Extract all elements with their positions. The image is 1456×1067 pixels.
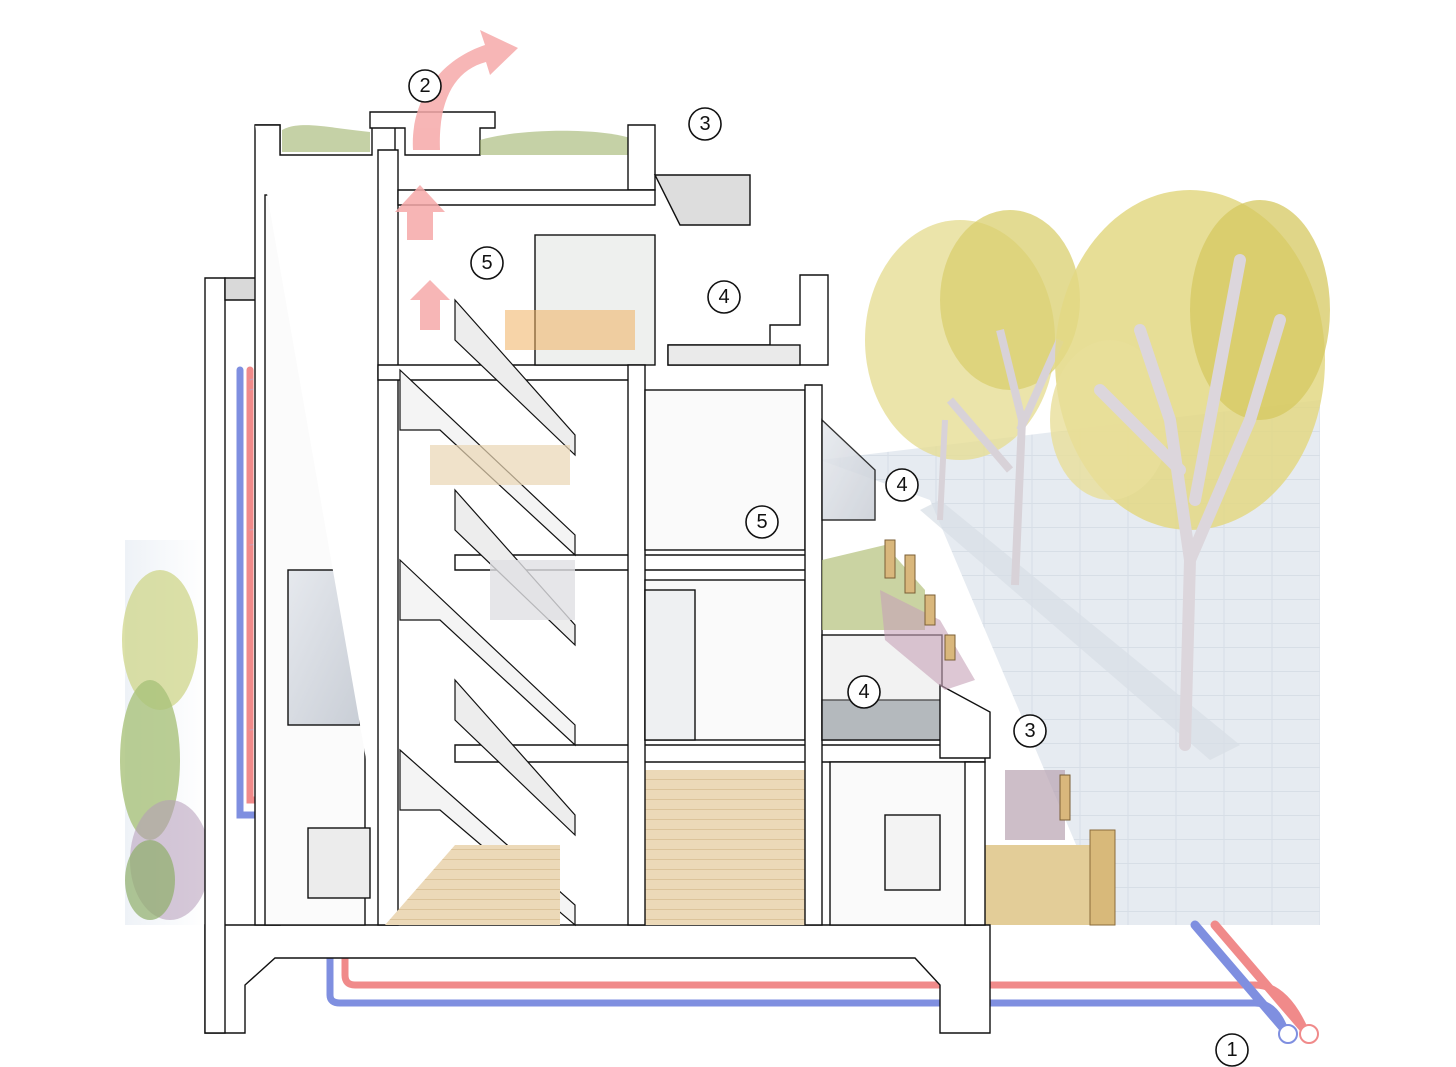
marker-3-roof: 3 bbox=[688, 107, 722, 141]
marker-3-canopy-label: 3 bbox=[1024, 720, 1035, 742]
green-roof-rear bbox=[282, 125, 370, 152]
front-wall-mid bbox=[804, 384, 823, 926]
marker-4-lower-balcony: 4 bbox=[847, 675, 881, 709]
front-planter-walls bbox=[884, 539, 1071, 821]
floor-slab-2 bbox=[454, 744, 986, 763]
floor-slab-roof bbox=[397, 189, 656, 206]
lower-balcony-floor bbox=[821, 699, 943, 741]
marker-4-top-balcony: 4 bbox=[707, 280, 741, 314]
street-tree-right bbox=[1050, 190, 1330, 751]
front-facade-lower bbox=[964, 761, 986, 926]
front-garden-planting bbox=[1005, 770, 1065, 840]
return-pipe-to-street bbox=[1190, 920, 1290, 1035]
background-context bbox=[120, 190, 1330, 926]
return-pipe-end-icon bbox=[1278, 1024, 1298, 1044]
marker-4-mid-balcony: 4 bbox=[885, 468, 919, 502]
rear-party-wall bbox=[204, 277, 226, 1034]
marker-4-mid-label: 4 bbox=[896, 474, 907, 496]
marker-5-first-label: 5 bbox=[756, 511, 767, 533]
kitchen-unit bbox=[884, 814, 941, 891]
ground-floor-timber-hall bbox=[640, 770, 805, 925]
marker-3-canopy: 3 bbox=[1013, 714, 1047, 748]
diagram-markers: 1 2 3 3 4 4 4 5 bbox=[408, 69, 1249, 1067]
mvhr-unit bbox=[307, 827, 371, 899]
marker-3-roof-label: 3 bbox=[699, 113, 710, 135]
airflow-exhaust-arrow bbox=[412, 30, 518, 150]
stack-ventilation-arrows bbox=[395, 30, 518, 330]
supply-pipe-to-street bbox=[1210, 920, 1310, 1035]
green-roof-front bbox=[480, 130, 630, 155]
dining-table bbox=[505, 310, 635, 350]
entrance-canopy bbox=[939, 683, 991, 759]
marker-2: 2 bbox=[408, 69, 442, 103]
footpath-edge bbox=[920, 500, 1240, 760]
marker-1: 1 bbox=[1215, 1033, 1249, 1067]
roof-parapet-front bbox=[627, 124, 656, 191]
marker-5-first: 5 bbox=[745, 505, 779, 539]
airflow-up-arrow-lower bbox=[410, 280, 450, 330]
brise-soleil bbox=[653, 174, 751, 226]
bedroom-bed bbox=[490, 560, 575, 620]
street-tree-left bbox=[865, 210, 1080, 586]
airflow-up-arrow-upper bbox=[395, 185, 445, 240]
rear-garden-planting bbox=[120, 570, 210, 920]
living-room-sofa bbox=[430, 445, 570, 485]
front-terrace-planting-lower bbox=[880, 590, 975, 690]
marker-2-label: 2 bbox=[419, 75, 430, 97]
ground-floor-timber-rear bbox=[385, 845, 560, 925]
building-section bbox=[204, 111, 1071, 1034]
foundation-outline bbox=[204, 924, 991, 1034]
marker-5-top-label: 5 bbox=[481, 252, 492, 274]
top-balcony-floor bbox=[667, 344, 801, 366]
marker-5-top: 5 bbox=[470, 246, 504, 280]
shower-enclosure bbox=[644, 589, 696, 741]
first-floor-room bbox=[644, 389, 806, 551]
front-wall-upper bbox=[627, 364, 646, 926]
mid-balcony-glass bbox=[821, 418, 876, 521]
garden-post bbox=[1089, 829, 1116, 926]
marker-4-lower-label: 4 bbox=[858, 681, 869, 703]
stair-core-wall bbox=[377, 149, 399, 926]
marker-1-label: 1 bbox=[1226, 1039, 1237, 1061]
supply-pipe-end-icon bbox=[1299, 1024, 1319, 1044]
marker-4-top-label: 4 bbox=[718, 286, 729, 308]
